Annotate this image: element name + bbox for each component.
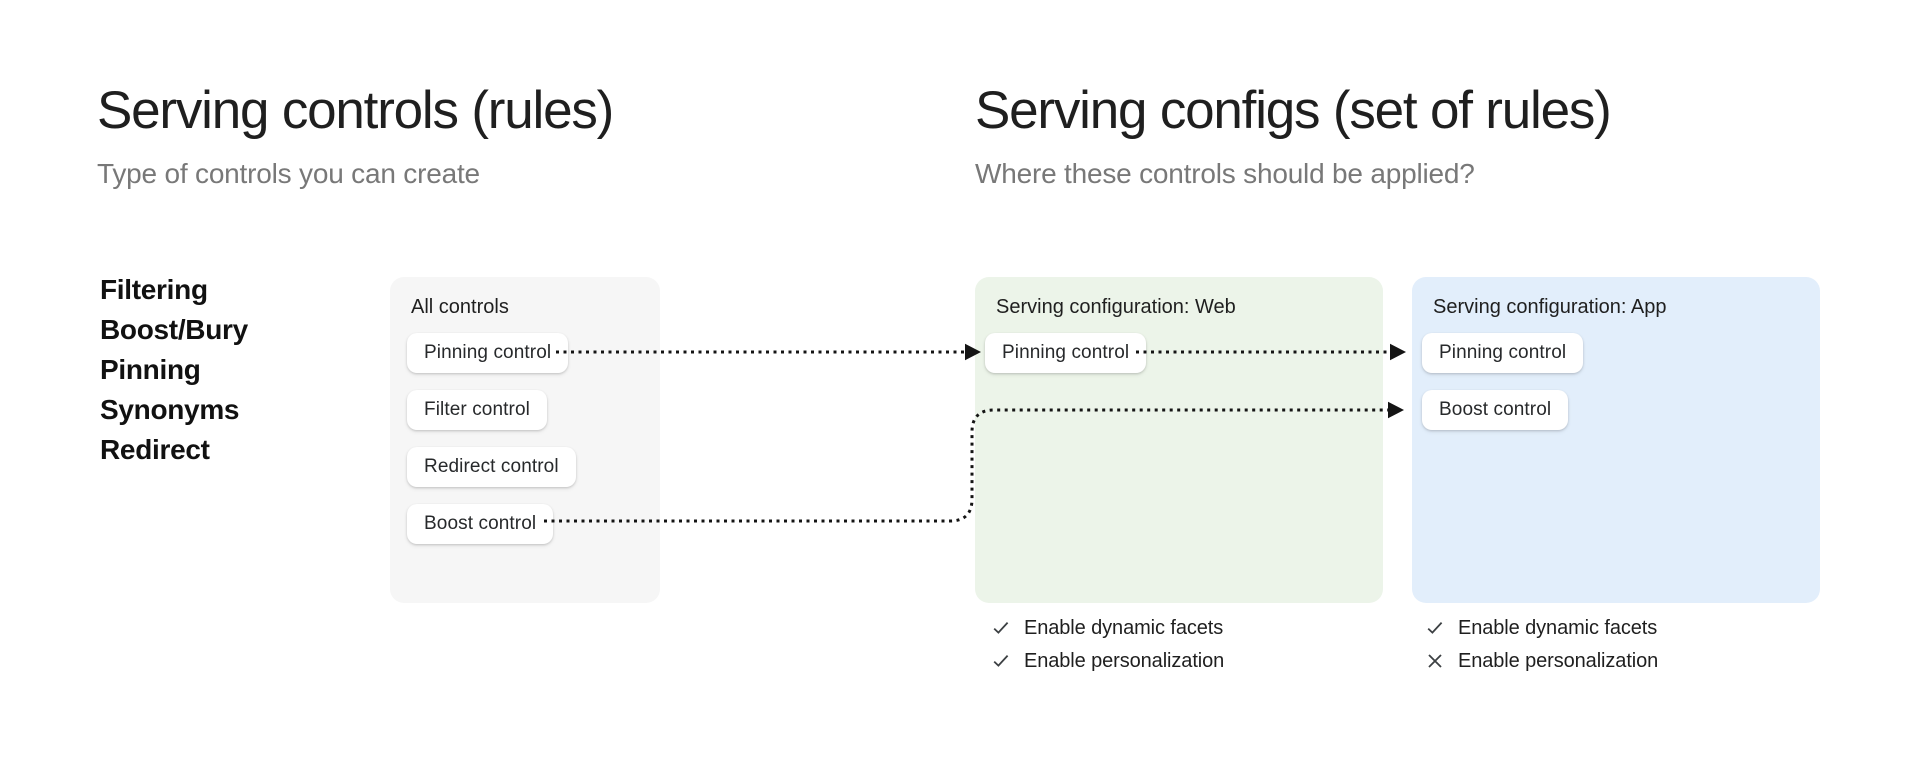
feature-label: Enable dynamic facets xyxy=(1024,616,1224,639)
filter-control-chip: Filter control xyxy=(407,390,547,430)
feature-row: Enable personalization xyxy=(1426,650,1658,672)
x-icon xyxy=(1426,652,1444,670)
card-title: Serving configuration: App xyxy=(1433,296,1667,318)
feature-row: Enable dynamic facets xyxy=(992,617,1224,639)
pinning-control-chip: Pinning control xyxy=(985,333,1147,373)
control-type-boost-bury: Boost/Bury xyxy=(100,314,248,345)
page-subtitle: Where these controls should be applied? xyxy=(975,158,1475,189)
card-title: All controls xyxy=(411,296,509,318)
check-icon xyxy=(992,652,1010,670)
page-title: Serving configs (set of rules) xyxy=(975,81,1612,140)
pinning-control-chip: Pinning control xyxy=(1422,333,1584,373)
chip-stack: Pinning control Boost control xyxy=(1422,333,1584,430)
app-config-card: Serving configuration: App Pinning contr… xyxy=(1412,277,1820,603)
check-icon xyxy=(1426,619,1444,637)
control-types-list: Filtering Boost/Bury Pinning Synonyms Re… xyxy=(100,270,248,470)
chip-stack: Pinning control Filter control Redirect … xyxy=(407,333,576,544)
app-config-features: Enable dynamic facets Enable personaliza… xyxy=(1426,617,1658,672)
left-section-header: Serving controls (rules) Type of control… xyxy=(97,80,614,190)
boost-control-chip: Boost control xyxy=(1422,390,1569,430)
chip-stack: Pinning control xyxy=(985,333,1147,373)
arrowhead-boost-to-app xyxy=(1388,401,1404,419)
check-icon xyxy=(992,619,1010,637)
feature-row: Enable dynamic facets xyxy=(1426,617,1658,639)
redirect-control-chip: Redirect control xyxy=(407,447,576,487)
page-title: Serving controls (rules) xyxy=(97,81,614,140)
page-subtitle: Type of controls you can create xyxy=(97,158,480,189)
web-config-card: Serving configuration: Web Pinning contr… xyxy=(975,277,1383,603)
all-controls-card: All controls Pinning control Filter cont… xyxy=(390,277,660,603)
web-config-features: Enable dynamic facets Enable personaliza… xyxy=(992,617,1224,672)
pinning-control-chip: Pinning control xyxy=(407,333,569,373)
control-type-redirect: Redirect xyxy=(100,434,210,465)
control-type-synonyms: Synonyms xyxy=(100,394,240,425)
feature-label: Enable dynamic facets xyxy=(1458,616,1658,639)
arrowhead-pinning-to-app xyxy=(1390,343,1406,361)
feature-row: Enable personalization xyxy=(992,650,1224,672)
control-type-filtering: Filtering xyxy=(100,274,208,305)
feature-label: Enable personalization xyxy=(1458,649,1659,672)
card-title: Serving configuration: Web xyxy=(996,296,1236,318)
boost-control-chip: Boost control xyxy=(407,504,554,544)
feature-label: Enable personalization xyxy=(1024,649,1225,672)
right-section-header: Serving configs (set of rules) Where the… xyxy=(975,80,1612,190)
control-type-pinning: Pinning xyxy=(100,354,201,385)
